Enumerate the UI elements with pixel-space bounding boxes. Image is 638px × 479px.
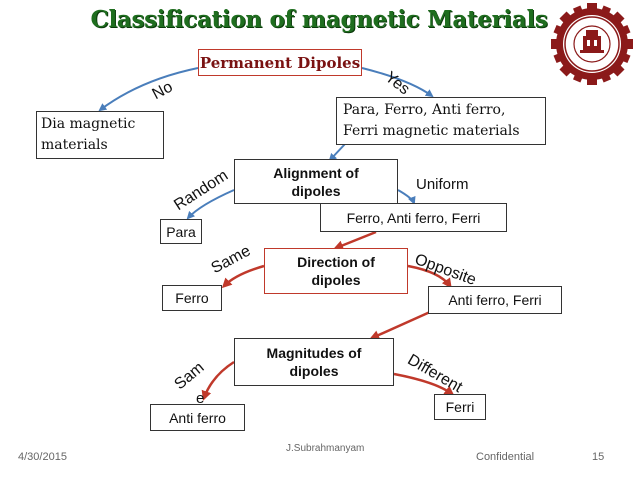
node-ferro: Ferro: [162, 285, 222, 311]
node-label: Anti ferro, Ferri: [448, 292, 542, 308]
node-label: Anti ferro: [169, 409, 226, 426]
node-direction: Direction of dipoles: [264, 248, 408, 294]
node-label: Ferro, Anti ferro, Ferri: [346, 209, 481, 226]
node-label: Para: [166, 223, 196, 240]
arrow-to-magnitudes: [369, 310, 431, 340]
node-anti-ferro: Anti ferro: [150, 404, 245, 431]
arrow-to-direction: [333, 230, 377, 251]
node-label: Alignment of dipoles: [273, 164, 359, 199]
arrow-uniform: [397, 189, 416, 205]
university-seal-logo: [550, 2, 634, 86]
edge-label-uniform: Uniform: [416, 176, 469, 193]
node-af-ferri: Anti ferro, Ferri: [428, 286, 562, 314]
arrow-opposite: [407, 264, 452, 289]
footer-author: J.Subrahmanyam: [286, 443, 365, 454]
edge-label-same-2-line2: e: [196, 390, 205, 407]
node-ferri: Ferri: [434, 394, 486, 420]
node-label: Ferri: [445, 399, 475, 415]
footer-confidential: Confidential: [476, 451, 535, 463]
arrow-no: [98, 67, 199, 112]
arrow-group-to-alignment: [328, 143, 346, 162]
node-ferro-af-ferri: Ferro, Anti ferro, Ferri: [320, 203, 507, 232]
node-permanent-dipoles: Permanent Dipoles: [198, 49, 362, 76]
node-label: Dia magnetic materials: [41, 116, 136, 153]
arrow-different: [393, 372, 455, 396]
arrow-random: [186, 189, 235, 220]
footer-page-number: 15: [592, 451, 605, 463]
node-label: Para, Ferro, Anti ferro, Ferri magnetic …: [343, 102, 520, 139]
node-label: Magnitudes of dipoles: [266, 345, 362, 379]
footer-date: 4/30/2015: [18, 451, 67, 463]
node-magnitudes: Magnitudes of dipoles: [234, 338, 394, 386]
node-label: Permanent Dipoles: [199, 53, 361, 72]
node-alignment: Alignment of dipoles: [234, 159, 398, 204]
node-para-ferro-group: Para, Ferro, Anti ferro, Ferri magnetic …: [336, 97, 546, 145]
node-label: Direction of dipoles: [297, 254, 375, 288]
node-dia-magnetic: Dia magnetic materials: [36, 111, 164, 159]
node-para: Para: [160, 219, 202, 244]
slide-title: Classification of magnetic Materials: [90, 6, 548, 33]
arrow-same-2: [201, 360, 235, 401]
node-label: Ferro: [175, 290, 209, 306]
arrow-yes: [361, 67, 434, 98]
arrow-same: [221, 264, 265, 289]
